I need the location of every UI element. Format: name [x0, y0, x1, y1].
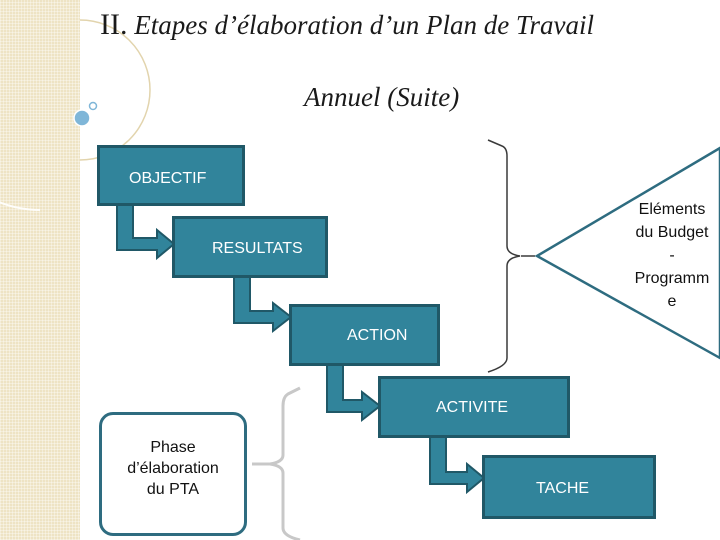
step-box-action: ACTION [289, 304, 440, 366]
decorative-bubble-large [73, 109, 91, 127]
left-decorative-strip [0, 0, 80, 540]
step-label: ACTION [347, 327, 408, 344]
step-box-objectif: OBJECTIF [97, 145, 245, 206]
connector-arrow [233, 274, 293, 334]
left-bracket [252, 386, 301, 540]
connector-arrow [326, 363, 382, 423]
decorative-bubble-small [88, 101, 98, 111]
step-label: OBJECTIF [129, 170, 207, 187]
phase-label: Phase d’élaboration du PTA [99, 437, 247, 500]
phase-label-line: Phase [150, 439, 196, 456]
title-text: Etapes d’élaboration d’un Plan de Travai… [134, 10, 594, 40]
decorative-arc [0, 201, 41, 211]
connector-arrow [116, 202, 176, 261]
connector-arrow [429, 436, 486, 495]
step-label: TACHE [536, 480, 590, 497]
budget-triangle [534, 146, 720, 360]
right-brace [487, 139, 521, 373]
title-numeral: II. [100, 8, 128, 41]
phase-label-line: d’élaboration [127, 460, 219, 477]
step-box-resultats: RESULTATS [172, 216, 328, 278]
budget-label-line: - [669, 247, 675, 264]
step-box-tache: TACHE [482, 455, 656, 519]
step-label: ACTIVITE [436, 399, 509, 416]
budget-label-line: Eléments [638, 201, 706, 218]
step-label: RESULTATS [212, 240, 303, 257]
phase-box [99, 412, 247, 536]
budget-label-line: Programm [634, 270, 710, 287]
budget-label-line: du Budget [635, 224, 709, 241]
step-box-activite: ACTIVITE [378, 376, 570, 438]
budget-label: Eléments du Budget - Programm e [626, 198, 718, 313]
slide-title-line-1: II. Etapes d’élaboration d’un Plan de Tr… [100, 8, 720, 42]
budget-label-line: e [667, 293, 677, 310]
slide-title-line-2: Annuel (Suite) [304, 82, 460, 112]
phase-label-line: du PTA [146, 481, 200, 498]
